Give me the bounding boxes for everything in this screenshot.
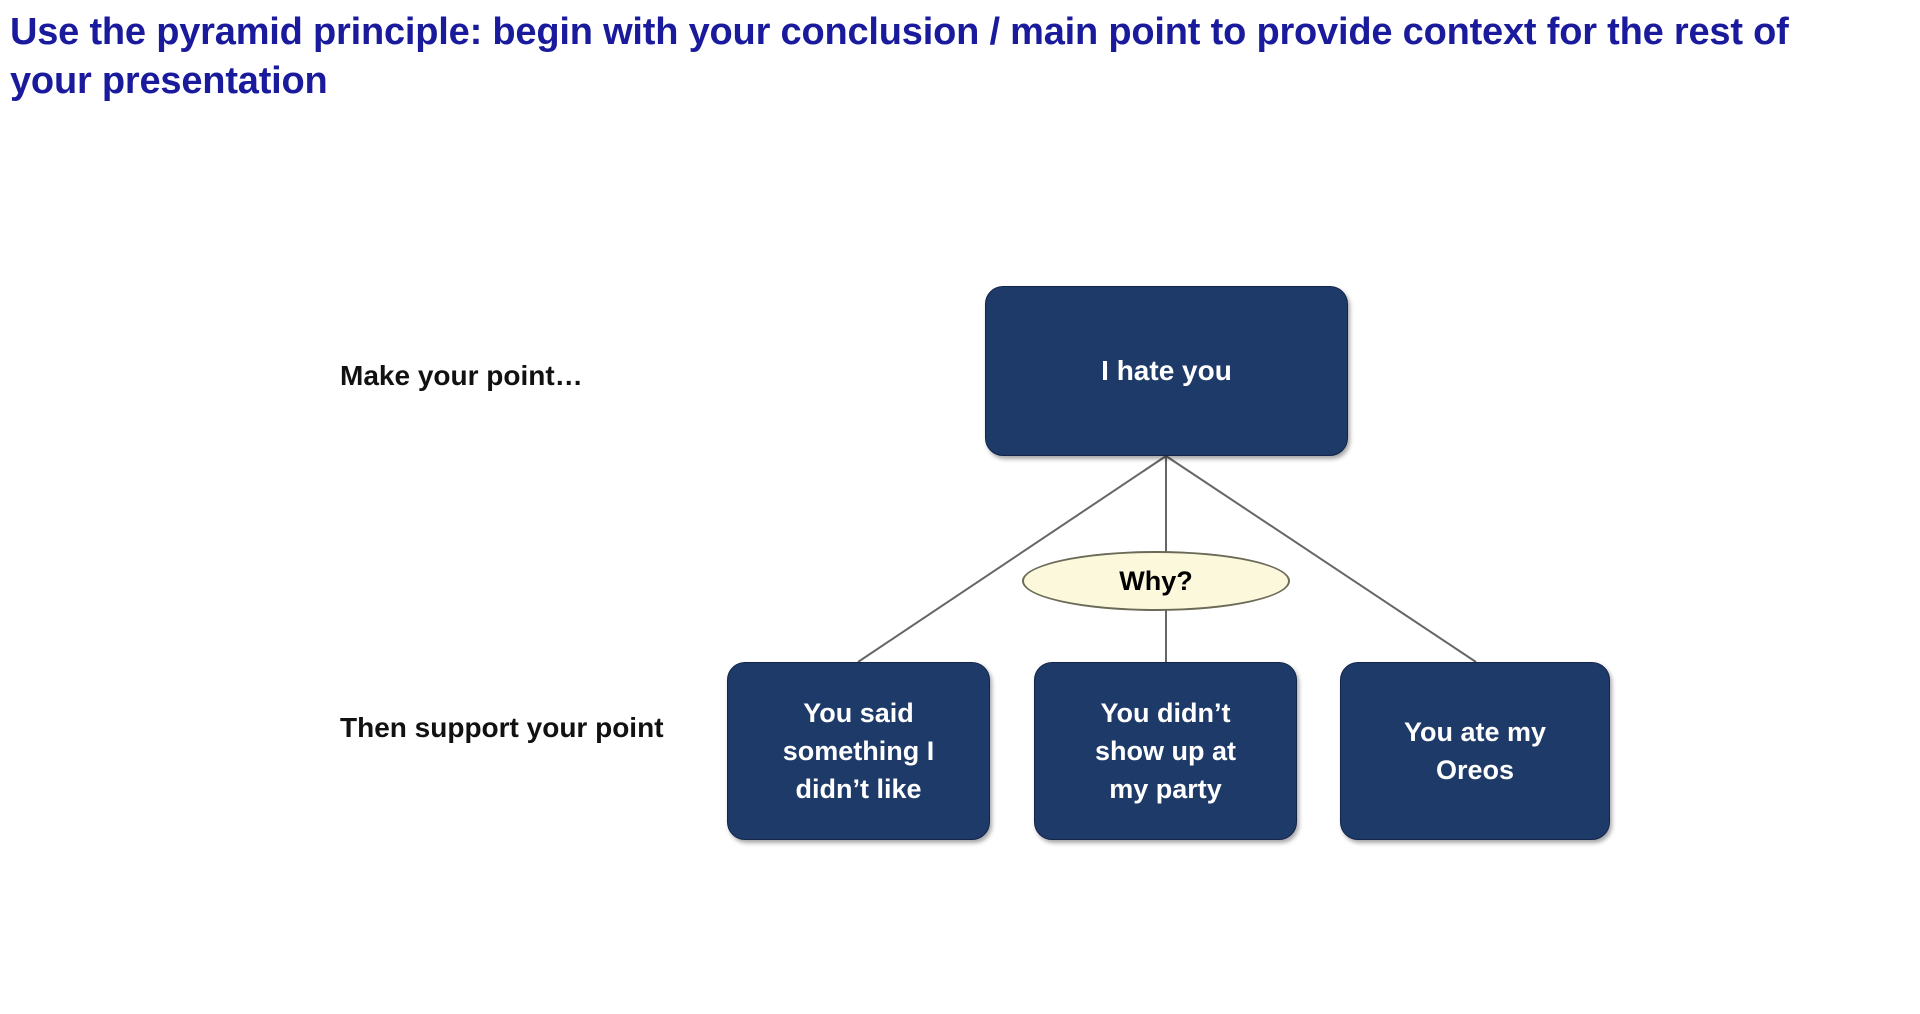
- node-support-3[interactable]: You ate my Oreos: [1340, 662, 1610, 840]
- node-why-ellipse[interactable]: Why?: [1022, 551, 1290, 611]
- row-label-then-support-your-point: Then support your point: [340, 712, 664, 743]
- node-support-2[interactable]: You didn’t show up at my party: [1034, 662, 1297, 840]
- node-main-point[interactable]: I hate you: [985, 286, 1348, 456]
- page-title: Use the pyramid principle: begin with yo…: [10, 11, 1789, 102]
- node-support-1[interactable]: You said something I didn’t like: [727, 662, 990, 840]
- row-label-make-your-point: Make your point…: [340, 360, 583, 391]
